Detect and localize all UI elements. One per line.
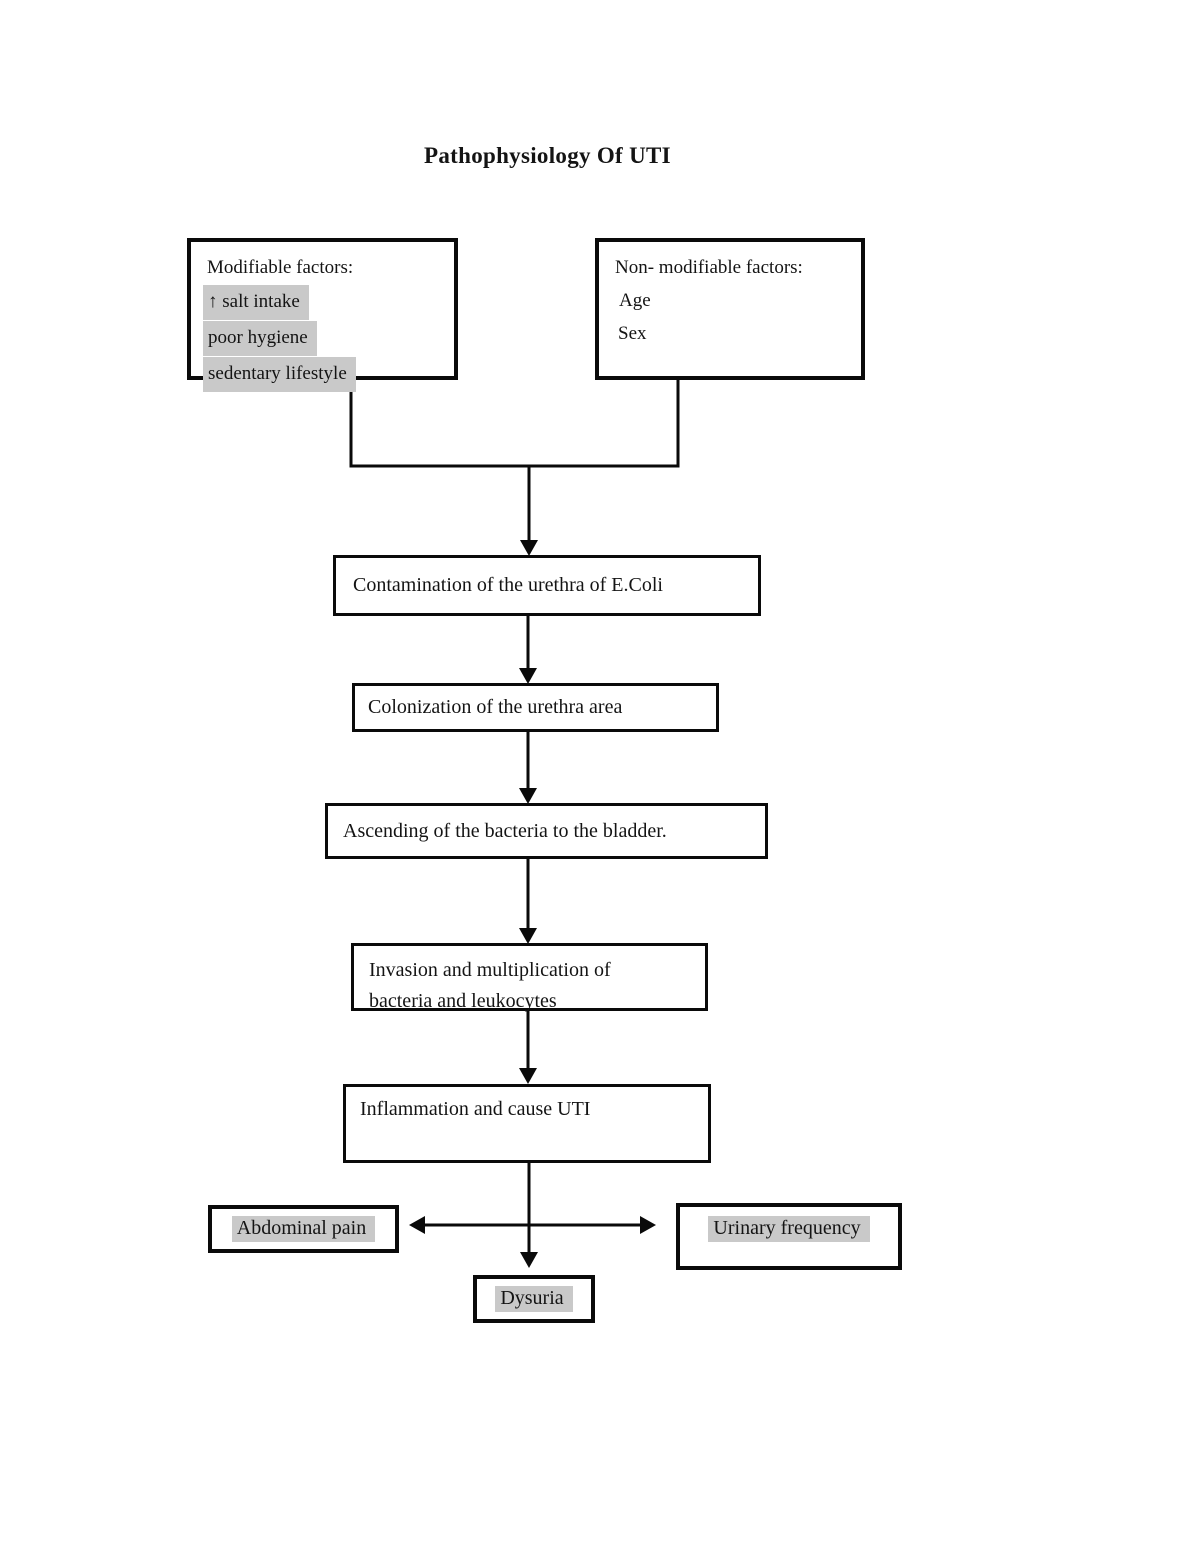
inflammation-step-box: Inflammation and cause UTI — [343, 1084, 711, 1163]
ascending-step-label: Ascending of the bacteria to the bladder… — [343, 819, 667, 842]
non-modifiable-factor-item: Sex — [618, 323, 647, 344]
urinary-frequency-box: Urinary frequency — [676, 1203, 902, 1270]
arrowhead-to-contamination — [520, 540, 538, 556]
arrowhead-to-urinary-frequency — [640, 1216, 656, 1234]
invasion-step-label-line1: Invasion and multiplication of — [369, 959, 611, 981]
invasion-step-label-line2: bacteria and leukocytes — [369, 990, 557, 1012]
inflammation-step-label: Inflammation and cause UTI — [360, 1098, 591, 1120]
abdominal-pain-label: Abdominal pain — [231, 1216, 376, 1242]
modifiable-factor-item: ↑ salt intake — [203, 285, 448, 320]
contamination-step-label: Contamination of the urethra of E.Coli — [353, 574, 663, 596]
page-title: Pathophysiology Of UTI — [424, 143, 671, 168]
colonization-step-box: Colonization of the urethra area — [352, 683, 719, 732]
modifiable-factor-item: sedentary lifestyle — [203, 357, 448, 392]
invasion-step-box: Invasion and multiplication of bacteria … — [351, 943, 708, 1012]
arrowhead-to-colonization — [519, 668, 537, 684]
contamination-step-box: Contamination of the urethra of E.Coli — [333, 555, 761, 616]
abdominal-pain-box: Abdominal pain — [208, 1205, 399, 1253]
arrowhead-to-inflammation — [519, 1068, 537, 1084]
ascending-step-box: Ascending of the bacteria to the bladder… — [325, 803, 768, 859]
non-modifiable-factors-heading: Non- modifiable factors: — [615, 257, 803, 278]
non-modifiable-factors-box: Non- modifiable factors: Age Sex — [595, 238, 865, 380]
non-modifiable-factor-item: Age — [619, 290, 651, 311]
arrowhead-to-abdominal-pain — [409, 1216, 425, 1234]
modifiable-factors-heading: Modifiable factors: — [207, 257, 354, 278]
modifiable-factor-item: poor hygiene — [203, 321, 448, 356]
arrowhead-to-invasion — [519, 928, 537, 944]
dysuria-label: Dysuria — [495, 1286, 573, 1312]
urinary-frequency-label: Urinary frequency — [708, 1216, 870, 1242]
dysuria-box: Dysuria — [473, 1275, 595, 1323]
arrowhead-to-dysuria — [520, 1252, 538, 1268]
modifiable-factors-box: Modifiable factors: ↑ salt intake poor h… — [187, 238, 458, 392]
arrowhead-to-ascending — [519, 788, 537, 804]
colonization-step-label: Colonization of the urethra area — [368, 696, 623, 718]
